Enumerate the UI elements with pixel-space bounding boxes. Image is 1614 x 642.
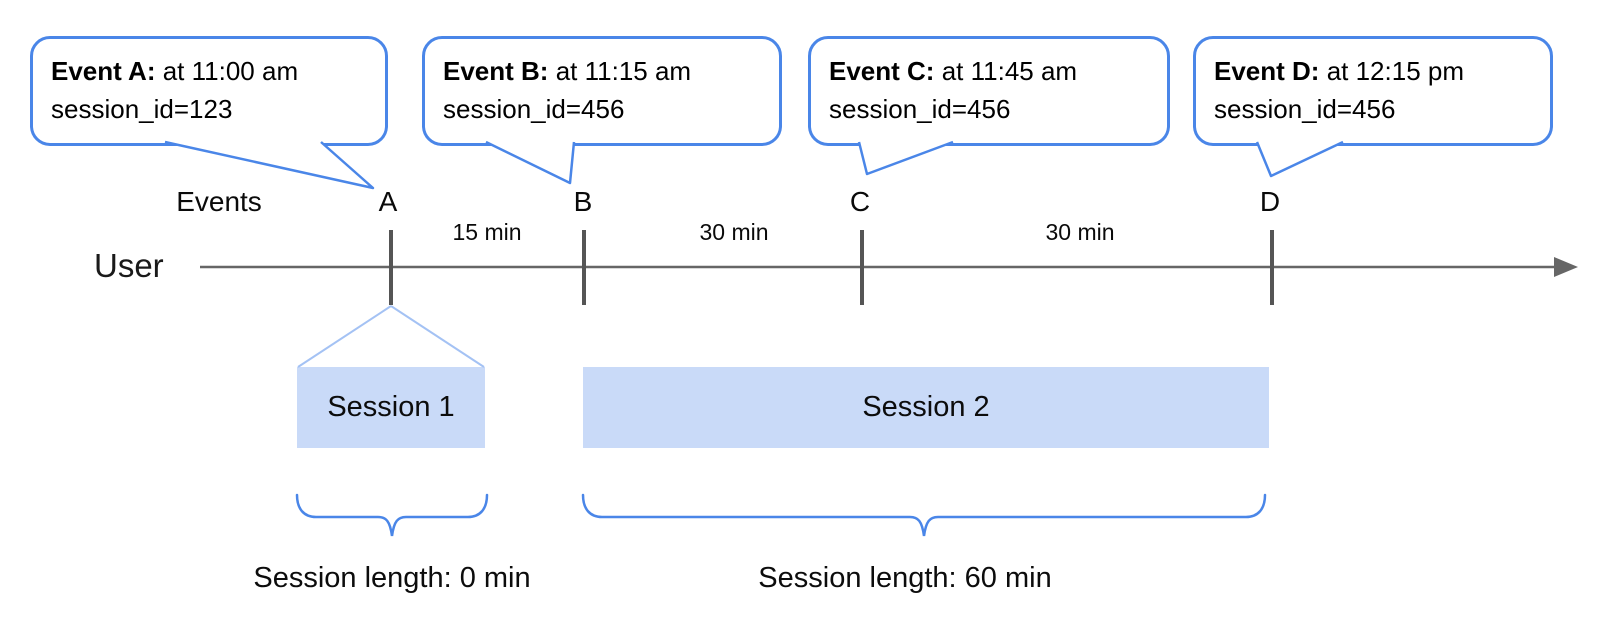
event-marker-d: D — [1259, 186, 1281, 217]
session-1-label: Session 1 — [327, 391, 455, 423]
event-marker-b: B — [573, 186, 593, 217]
funnel-line-left — [297, 305, 392, 368]
event-b-title: Event B: — [443, 56, 549, 86]
event-c-title: Event C: — [829, 56, 935, 86]
event-d-session-id: session_id=456 — [1214, 94, 1396, 124]
session-1-box: Session 1 — [297, 367, 485, 448]
event-d-title: Event D: — [1214, 56, 1320, 86]
session-2-box: Session 2 — [583, 367, 1269, 448]
event-a-callout-tail — [164, 140, 375, 190]
event-a-time: at 11:00 am — [155, 56, 299, 86]
interval-a-b: 15 min — [452, 219, 522, 245]
event-d-time: at 12:15 pm — [1319, 56, 1465, 86]
event-b-time: at 11:15 am — [548, 56, 692, 86]
funnel-line-right — [390, 305, 485, 368]
event-a-title: Event A: — [51, 56, 156, 86]
event-marker-c: C — [849, 186, 871, 217]
session-2-brace — [581, 493, 1267, 537]
events-row-label: Events — [176, 186, 262, 217]
event-c-callout-tail — [857, 140, 954, 176]
event-d-callout-tail — [1255, 140, 1344, 178]
session-2-label: Session 2 — [862, 391, 990, 423]
interval-b-c: 30 min — [699, 219, 769, 245]
event-c-time: at 11:45 am — [934, 56, 1078, 86]
timeline-arrowhead-icon — [1554, 257, 1578, 277]
event-a-session-id: session_id=123 — [51, 94, 233, 124]
session-1-length-label: Session length: 0 min — [253, 562, 531, 594]
event-d-callout: Event D: at 12:15 pm session_id=456 — [1193, 36, 1553, 146]
event-b-session-id: session_id=456 — [443, 94, 625, 124]
event-b-callout: Event B: at 11:15 am session_id=456 — [422, 36, 782, 146]
event-marker-a: A — [378, 186, 398, 217]
event-b-callout-tail — [485, 140, 576, 185]
user-timeline-label: User — [94, 247, 164, 284]
event-a-callout: Event A: at 11:00 am session_id=123 — [30, 36, 388, 146]
event-c-callout: Event C: at 11:45 am session_id=456 — [808, 36, 1170, 146]
session-1-brace — [295, 493, 489, 537]
event-c-session-id: session_id=456 — [829, 94, 1011, 124]
interval-c-d: 30 min — [1045, 219, 1115, 245]
session-2-length-label: Session length: 60 min — [758, 562, 1052, 594]
